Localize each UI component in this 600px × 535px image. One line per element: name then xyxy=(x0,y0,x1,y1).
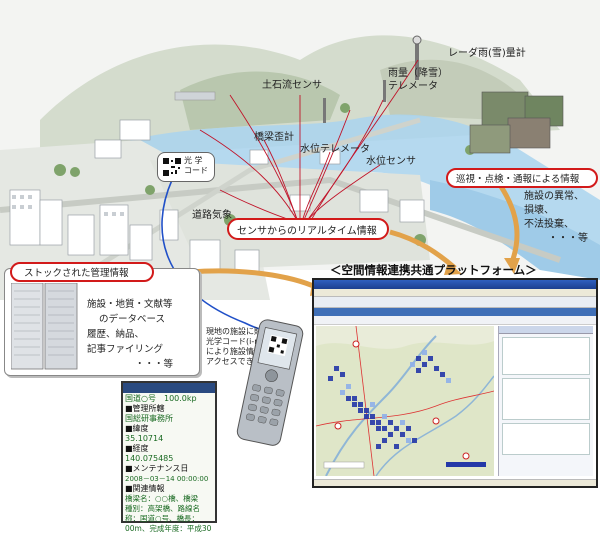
platform-titlebar xyxy=(314,280,596,289)
platform-map xyxy=(316,326,494,476)
debris-sensor-label: 土石流センサ xyxy=(262,80,322,91)
platform-side-panel xyxy=(498,326,593,476)
rain-telemeter-line-2: テレメータ xyxy=(388,81,438,92)
stock-info-panel: 施設・地質・文献等 のデータベース 履歴、納品、 記事ファイリング ・・・等 xyxy=(4,268,200,376)
city-scene xyxy=(0,0,600,337)
phone-row-14: 00m、完成年度：平成30 xyxy=(125,524,212,533)
mobile-phone-icon xyxy=(236,319,304,446)
stock-info-title: ストックされた管理情報 xyxy=(24,268,129,279)
bridge-strain-label: 橋梁歪計 xyxy=(254,132,294,143)
patrol-info-callout: 巡視・点検・通報による情報 xyxy=(446,168,598,188)
phone-row-8: ■メンテナンス日 xyxy=(125,464,189,473)
platform-menubar xyxy=(314,289,596,297)
platform-title: ＜空間情報連携共通プラットフォーム＞ xyxy=(330,263,537,277)
side-panel-tabs xyxy=(499,326,593,334)
patrol-line-4: ・・・等 xyxy=(548,233,588,244)
water-sensor-label: 水位センサ xyxy=(366,156,416,167)
rain-telemeter-line-1: 雨量（降雪） xyxy=(388,68,448,79)
stock-line-3: 履歴、納品、 xyxy=(87,329,145,340)
phone-row-6: ■経度 xyxy=(125,444,149,453)
qr-label-line-2: コード xyxy=(184,166,208,175)
platform-header-band xyxy=(314,308,596,316)
phone-caption-line-3: により施設情報に xyxy=(206,347,270,356)
stock-info-callout: ストックされた管理情報 xyxy=(10,262,154,282)
radar-label: レーダ雨(雪)量計 xyxy=(448,48,526,59)
platform-window xyxy=(312,278,598,488)
realtime-info-callout: センサからのリアルタイム情報 xyxy=(227,218,389,240)
stock-line-5: ・・・等 xyxy=(135,359,174,370)
phone-row-12: 種別：高架橋、路線名 xyxy=(125,504,200,513)
phone-row-13: 称：国道○号、橋長： xyxy=(125,514,200,523)
rain-telemeter-label: 雨量（降雪） テレメータ xyxy=(388,67,448,93)
phone-row-2: ■管理所轄 xyxy=(125,404,165,413)
patrol-line-2: 損壊、 xyxy=(524,205,554,216)
phone-row-5: 35.10714 xyxy=(125,434,164,443)
realtime-info-label: センサからのリアルタイム情報 xyxy=(237,226,377,237)
phone-row-11: 橋梁名：○○橋、橋梁 xyxy=(125,494,199,503)
qr-label-line-1: 光 学 xyxy=(184,156,203,165)
stock-line-2: のデータベース xyxy=(99,314,166,325)
phone-screen-panel: 国道○号 100.0kp ■管理所轄 国総研事務所 ■緯度 35.10714 ■… xyxy=(121,381,217,533)
phone-screen-header xyxy=(123,383,215,393)
qr-code-bubble: 光 学 コード xyxy=(157,152,215,182)
qr-code-icon xyxy=(163,158,181,176)
stock-line-4: 記事ファイリング xyxy=(87,344,164,355)
side-panel-section-2 xyxy=(502,378,590,420)
phone-caption-line-4: アクセスできる。 xyxy=(206,357,270,366)
phone-row-4: ■緯度 xyxy=(125,424,149,433)
patrol-info-title: 巡視・点検・通報による情報 xyxy=(456,174,580,185)
phone-caption-line-1: 現地の施設に貼付けた xyxy=(206,327,286,336)
patrol-line-3: 不法投棄、 xyxy=(524,219,574,230)
phone-row-9: 2008－03－14 00:00:00 xyxy=(125,475,209,483)
platform-toolbar xyxy=(314,297,596,308)
phone-row-1: 国道○号 100.0kp xyxy=(125,394,197,403)
phone-row-7: 140.075485 xyxy=(125,454,174,463)
platform-tool-row xyxy=(314,316,596,325)
platform-statusbar xyxy=(314,479,596,486)
road-weather-label: 道路気象 xyxy=(192,210,232,221)
phone-row-3: 国総研事務所 xyxy=(125,414,173,423)
phone-caption-line-2: 光学コード(i-mode)等 xyxy=(206,337,289,346)
patrol-info-box: 巡視・点検・通報による情報 施設の異常、 損壊、 不法投棄、 ・・・等 xyxy=(446,168,598,268)
phone-row-10: ■関連情報 xyxy=(125,484,165,493)
stock-line-1: 施設・地質・文献等 xyxy=(87,299,173,310)
patrol-line-1: 施設の異常、 xyxy=(524,191,584,202)
side-panel-section-3 xyxy=(502,423,590,455)
side-panel-section-1 xyxy=(502,337,590,375)
phone-screen-rows: 国道○号 100.0kp ■管理所轄 国総研事務所 ■緯度 35.10714 ■… xyxy=(123,393,215,535)
server-rack-icon xyxy=(11,283,78,370)
water-telemeter-label: 水位テレメータ xyxy=(300,144,370,155)
